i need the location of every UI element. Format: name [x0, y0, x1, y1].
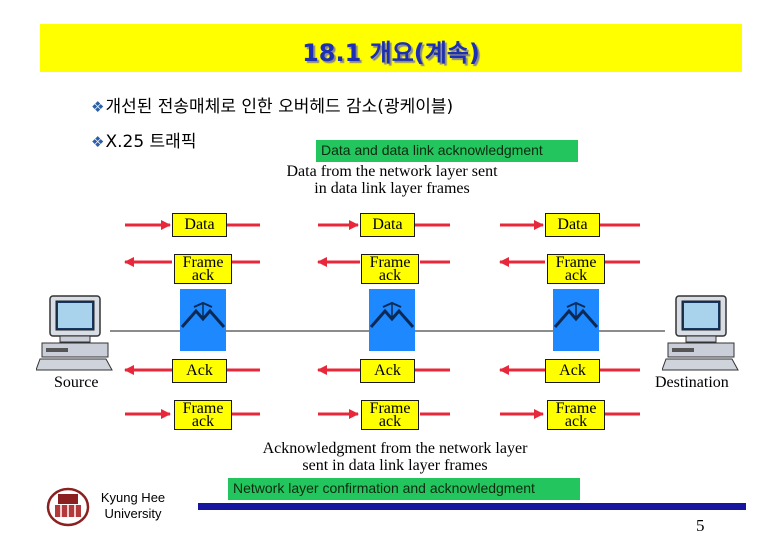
- title-bar: 18.1 개요(계속): [40, 24, 742, 72]
- frame-ack-line-2: ack: [191, 413, 215, 430]
- university-name-line-1: Kyung Hee: [100, 490, 166, 505]
- page-number: 5: [696, 516, 705, 535]
- frame-ack-line-2: ack: [378, 413, 402, 430]
- top-caption-line-2: in data link layer frames: [314, 180, 470, 197]
- bottom-caption: Acknowledgment from the network layer se…: [240, 440, 550, 474]
- arrow-group: [123, 219, 640, 420]
- data-frame: Data: [545, 213, 600, 237]
- frame-ack-box: Frame ack: [361, 254, 419, 284]
- bottom-caption-line-1: Acknowledgment from the network layer: [262, 440, 528, 457]
- frame-ack-line-1: Frame: [555, 400, 597, 417]
- network-node: [369, 289, 415, 351]
- frame-ack-box: Frame ack: [174, 254, 232, 284]
- bullet-2: ❖X.25 트래픽: [91, 127, 196, 152]
- frame-ack-box: Frame ack: [174, 400, 232, 430]
- destination-label: Destination: [655, 374, 729, 391]
- network-node: [553, 289, 599, 351]
- switch-icon: [369, 301, 415, 328]
- frame-ack-box: Frame ack: [547, 400, 605, 430]
- frame-ack-line-1: Frame: [369, 400, 411, 417]
- frame-ack-line-1: Frame: [182, 400, 224, 417]
- diamond-bullet-icon: ❖: [91, 98, 105, 116]
- source-label: Source: [54, 374, 99, 391]
- university-name-line-2: University: [104, 506, 162, 521]
- data-frame: Data: [360, 213, 415, 237]
- top-note: Data and data link acknowledgment: [316, 140, 578, 162]
- frame-ack-line-1: Frame: [555, 254, 597, 271]
- bullet-1-text: 개선된 전송매체로 인한 오버헤드 감소(광케이블): [105, 97, 454, 117]
- source-computer-icon: [36, 295, 113, 371]
- ack-frame: Ack: [172, 359, 227, 383]
- top-caption: Data from the network layer sent in data…: [262, 163, 522, 197]
- top-caption-line-1: Data from the network layer sent: [286, 163, 498, 180]
- destination-computer-icon: [662, 295, 739, 371]
- frame-ack-line-2: ack: [564, 267, 588, 284]
- ack-frame: Ack: [545, 359, 600, 383]
- university-name: Kyung Hee University: [90, 490, 176, 522]
- frame-ack-line-2: ack: [378, 267, 402, 284]
- slide-title: 18.1 개요(계속): [302, 39, 480, 67]
- switch-icon: [553, 301, 599, 328]
- switch-icon: [180, 301, 226, 328]
- frame-ack-line-2: ack: [564, 413, 588, 430]
- frame-ack-line-2: ack: [191, 267, 215, 284]
- bullet-2-text: X.25 트래픽: [105, 132, 197, 152]
- bottom-caption-line-2: sent in data link layer frames: [302, 457, 488, 474]
- bottom-note: Network layer confirmation and acknowled…: [228, 478, 580, 500]
- frame-ack-line-1: Frame: [369, 254, 411, 271]
- data-frame: Data: [172, 213, 227, 237]
- frame-ack-line-1: Frame: [182, 254, 224, 271]
- university-logo-icon: [46, 487, 90, 527]
- network-node: [180, 289, 226, 351]
- ack-frame: Ack: [360, 359, 415, 383]
- diamond-bullet-icon: ❖: [91, 133, 105, 151]
- footer-line: [198, 503, 746, 510]
- bullet-1: ❖개선된 전송매체로 인한 오버헤드 감소(광케이블): [91, 92, 453, 117]
- frame-ack-box: Frame ack: [547, 254, 605, 284]
- frame-ack-box: Frame ack: [361, 400, 419, 430]
